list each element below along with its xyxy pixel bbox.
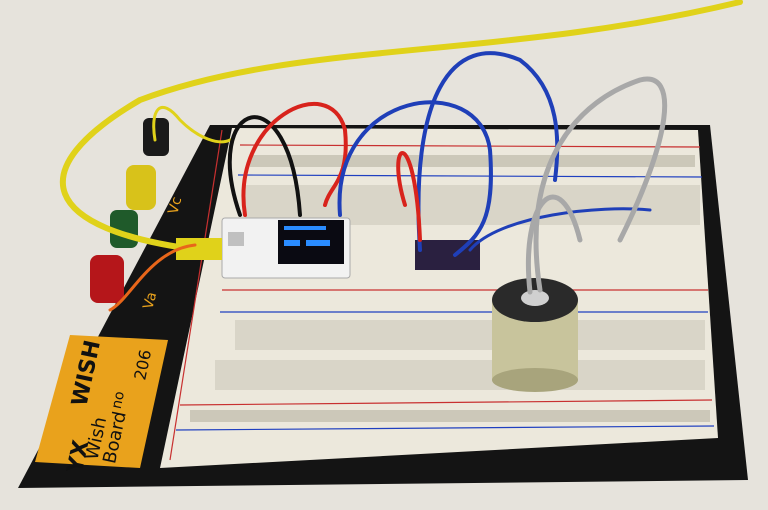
number-prefix: no bbox=[109, 390, 128, 410]
oled-reading-label bbox=[284, 240, 300, 246]
breadboard-holes bbox=[190, 155, 710, 422]
orange-wire bbox=[108, 243, 197, 312]
blue-wire-2 bbox=[416, 51, 560, 252]
battery bbox=[492, 278, 578, 392]
oled-title-line bbox=[284, 226, 326, 230]
jumper-wires bbox=[60, 0, 743, 312]
red-wire-2 bbox=[396, 151, 422, 242]
yellow-usb-cable bbox=[60, 0, 743, 253]
blue-wire-3 bbox=[468, 207, 652, 252]
binding-posts bbox=[90, 118, 169, 303]
breadboard-rails bbox=[169, 129, 715, 461]
red-wire bbox=[241, 101, 348, 217]
label-plate bbox=[35, 335, 168, 468]
blue-wire-1 bbox=[337, 100, 493, 257]
vc-label: Vc bbox=[165, 195, 185, 216]
oled-reading-value bbox=[306, 240, 330, 246]
black-wire bbox=[227, 115, 302, 217]
usb-port bbox=[228, 232, 244, 246]
gray-wire bbox=[533, 76, 668, 293]
red-terminal bbox=[90, 255, 124, 303]
yellow-terminal bbox=[126, 165, 156, 210]
va-label: Va bbox=[140, 290, 160, 311]
usb-plug bbox=[176, 238, 222, 260]
sensor-module bbox=[415, 240, 480, 270]
